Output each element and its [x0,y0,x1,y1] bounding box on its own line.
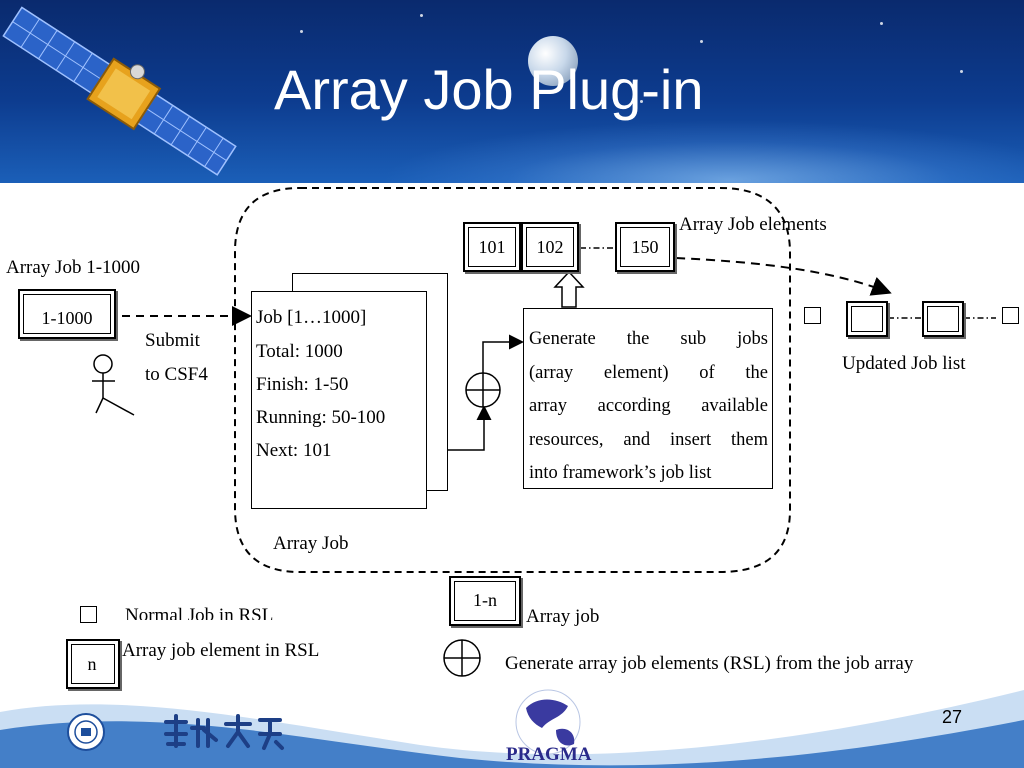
legend-array-job-label: Array job [526,606,600,627]
element-box: 101 [463,222,521,272]
star-dot [640,100,643,103]
job-card [251,291,427,509]
generate-up-arrow [553,270,585,308]
star-dot [880,22,883,25]
pragma-logo: PRAGMA [506,689,592,765]
star-dot [420,14,423,17]
title-banner: Array Job Plug-in [0,0,1024,183]
generate-operator-icon [465,372,501,408]
array-job-caption: Array Job [273,533,349,554]
user-figure-icon [92,354,135,416]
star-dot [300,30,303,33]
pragma-logo-text: PRAGMA [506,744,592,765]
star-dot [700,40,703,43]
updated-normal-job-square [1002,307,1019,324]
satellite-image [2,6,237,176]
banner-glow [380,120,1024,183]
array-job-range-box: 1-1000 [18,289,116,339]
legend-array-element-box: n [66,639,120,689]
legend-array-element-label: Array job element in RSL [122,640,320,661]
legend-array-job-box: 1-n [449,576,521,626]
job-card-line: Total: 1000 [256,341,343,362]
job-card-line: Finish: 1-50 [256,374,349,395]
updated-element-box [922,301,964,337]
star-dot [960,70,963,73]
array-job-range-label: Array Job 1-1000 [6,257,141,278]
element-box-text: 150 [631,237,659,257]
element-box: 150 [615,222,675,272]
job-card-line: Next: 101 [256,440,332,461]
updated-job-list-label: Updated Job list [842,353,966,374]
job-card-line: Running: 50-100 [256,407,386,428]
generate-line: into framework’s job list [529,463,712,483]
footer-band [0,690,1024,768]
generate-line: array according available [529,396,768,416]
generate-description-box: Generate the sub jobs (array element) of… [523,308,773,489]
generate-line: Generate the sub jobs [529,329,768,349]
framework-boundary [234,187,791,573]
updated-normal-job-square [804,307,821,324]
legend-generate-label: Generate array job elements (RSL) from t… [505,653,914,674]
legend-generate-icon [443,639,481,677]
submit-label: Submit [145,330,200,351]
element-box: 102 [521,222,579,272]
generate-line: (array element) of the [529,362,768,383]
page-number: 27 [941,707,962,727]
element-box-text: 101 [478,237,506,257]
array-job-elements-label: Array Job elements [679,214,827,235]
moon-image [528,36,578,86]
job-card-line: Job [1…1000] [256,307,367,328]
university-seal-logo [67,713,105,751]
operator-to-generate-connector [482,334,524,373]
element-box-text: 102 [536,237,564,257]
slide-title: Array Job Plug-in [274,58,704,121]
submit-target-label: to CSF4 [145,364,208,385]
diagram-connectors [92,187,996,677]
university-calligraphy-logo [164,714,284,750]
legend-array-job-box-text: 1-n [473,590,497,610]
generate-line: resources, and insert them [529,429,768,450]
legend-normal-job-label: Normal Job in RSL [125,606,274,620]
array-job-range-box-text: 1-1000 [41,308,93,328]
updated-element-box [846,301,888,337]
updated-list-arrow [675,257,892,296]
legend-array-element-box-text: n [87,654,97,674]
legend-normal-job-square [80,606,97,623]
